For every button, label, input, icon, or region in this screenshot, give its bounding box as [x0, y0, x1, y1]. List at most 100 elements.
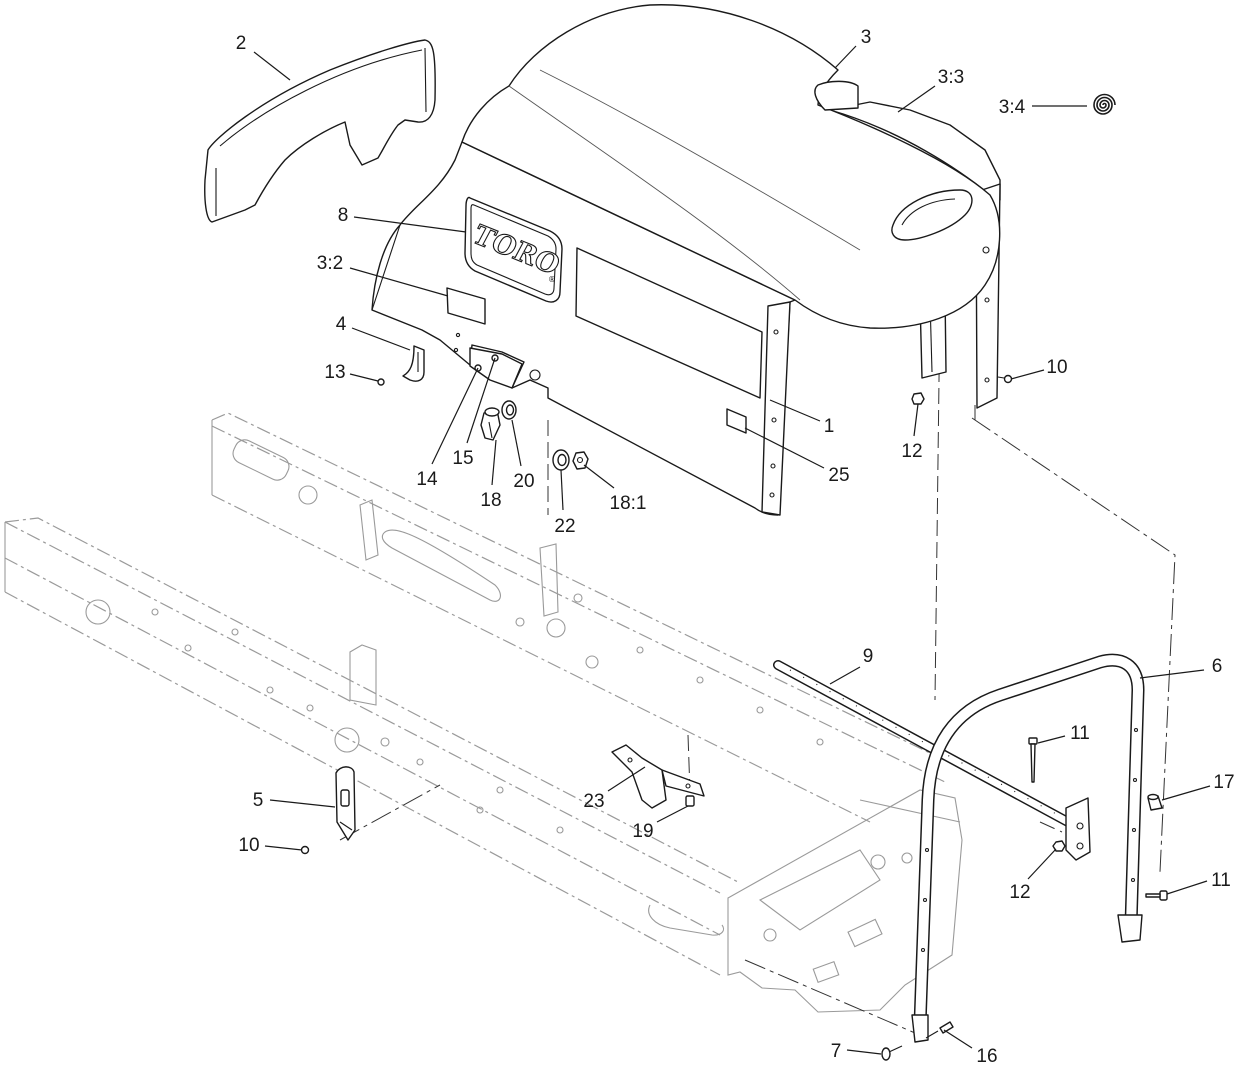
leader-line — [349, 373, 379, 382]
callout-label: 3:4 — [999, 97, 1026, 118]
callout-label: 14 — [416, 469, 438, 490]
callout-3-4: 3:4 — [999, 97, 1087, 118]
screw-10-upper — [997, 374, 1013, 384]
callout-18: 18 — [480, 439, 502, 511]
callout-10-lower: 10 — [238, 835, 303, 856]
pin-7 — [881, 1045, 903, 1061]
callout-8: 8 — [338, 205, 467, 233]
callout-25: 25 — [744, 427, 850, 486]
leader-line — [829, 666, 861, 685]
roll-bar-6 — [911, 653, 1145, 1043]
bolt-19 — [685, 795, 695, 807]
leader-line — [656, 805, 689, 823]
grommet-20 — [501, 400, 517, 420]
leader-line — [351, 327, 411, 351]
leader-line — [560, 469, 564, 511]
screw-13 — [377, 378, 385, 386]
callout-9: 9 — [829, 646, 874, 685]
callout-label: 23 — [583, 791, 604, 812]
leader-line — [431, 367, 479, 465]
callout-4: 4 — [336, 314, 411, 351]
callout-11-upper: 11 — [1037, 723, 1090, 744]
screw-10-lower — [300, 845, 310, 855]
leader-line — [1010, 369, 1045, 380]
callout-label: 2 — [236, 33, 247, 54]
leader-line — [349, 267, 449, 297]
callout-label: 11 — [1070, 723, 1090, 744]
leader-line — [943, 1029, 973, 1049]
callout-label: 10 — [238, 835, 259, 856]
callout-label: 17 — [1213, 772, 1234, 793]
callout-3-3: 3:3 — [897, 67, 964, 113]
bolt-16 — [925, 1021, 954, 1039]
callout-19: 19 — [632, 805, 689, 842]
callout-16: 16 — [943, 1029, 998, 1067]
cap-17 — [1147, 793, 1163, 811]
callout-label: 12 — [901, 441, 922, 462]
leader-line — [1161, 785, 1211, 801]
frame-hitch-plate — [727, 789, 963, 1013]
callout-13: 13 — [324, 362, 379, 383]
callout-3-2: 3:2 — [317, 253, 449, 297]
callout-label: 20 — [513, 471, 534, 492]
hood-handle-opening — [891, 189, 973, 241]
leader-line — [769, 399, 821, 422]
nut-12-upper — [911, 392, 925, 405]
latch-plate — [469, 347, 523, 389]
leader-line — [491, 439, 497, 486]
badge-registered-mark: ® — [548, 275, 556, 284]
hood-top — [461, 4, 1001, 329]
leader-line — [253, 51, 291, 81]
decal-large — [575, 247, 763, 399]
callout-label: 5 — [253, 790, 264, 811]
callout-18-1: 18:1 — [583, 464, 647, 514]
toro-badge: TORO ® — [464, 196, 565, 303]
nut-12-lower — [1052, 840, 1066, 852]
washer-22 — [552, 449, 570, 471]
leader-line — [466, 357, 496, 444]
callout-10-upper: 10 — [1010, 357, 1068, 380]
latch-5 — [335, 766, 356, 841]
callout-label: 10 — [1046, 357, 1067, 378]
latch-4 — [402, 345, 425, 382]
decal-3-2 — [446, 287, 486, 325]
bar-bracket — [1065, 797, 1091, 861]
callout-7: 7 — [831, 1041, 882, 1062]
leader-line — [353, 216, 467, 233]
leader-line — [897, 85, 936, 113]
bolt-11-lower — [1145, 890, 1168, 901]
leader-line — [1037, 735, 1066, 744]
callout-11-lower: 11 — [1166, 870, 1231, 895]
callout-6: 6 — [1139, 656, 1223, 679]
callout-label: 16 — [976, 1046, 997, 1067]
knob-18 — [480, 407, 501, 441]
bolt-11-upper — [1028, 737, 1038, 783]
leader-line — [846, 1049, 882, 1055]
leader-line — [913, 403, 919, 437]
callout-label: 15 — [452, 448, 473, 469]
leader-line — [744, 427, 825, 469]
callout-14: 14 — [416, 367, 479, 490]
fender-panel — [204, 39, 436, 223]
frame-rear-rail — [211, 412, 966, 823]
leader-line — [511, 419, 522, 467]
callout-label: 9 — [863, 646, 874, 667]
callout-22: 22 — [554, 469, 576, 537]
callout-label: 1 — [824, 416, 835, 437]
callout-label: 6 — [1212, 656, 1223, 677]
callout-17: 17 — [1161, 772, 1235, 801]
callout-23: 23 — [583, 766, 646, 812]
leader-line — [583, 464, 615, 489]
callout-label: 3:2 — [317, 253, 343, 274]
callout-label: 18:1 — [610, 493, 647, 514]
leader-line — [1166, 880, 1208, 895]
callout-label: 7 — [831, 1041, 842, 1062]
leader-line — [834, 45, 857, 69]
callout-label: 4 — [336, 314, 347, 335]
callout-15: 15 — [452, 357, 496, 469]
callout-5: 5 — [253, 790, 336, 811]
callout-12-lower: 12 — [1009, 848, 1057, 903]
leader-line — [264, 845, 303, 851]
callout-label: 3 — [861, 27, 872, 48]
